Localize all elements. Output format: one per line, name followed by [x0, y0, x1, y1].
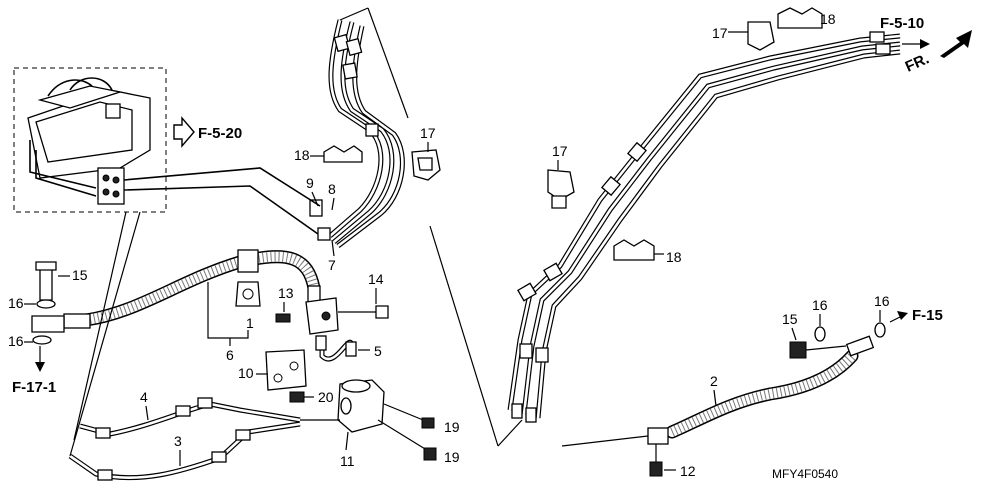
ref-label-f15: F-15 [912, 307, 943, 324]
ref-arrow-f17-1[interactable]: F-17-1 [12, 346, 56, 396]
callout-10: 10 [238, 365, 254, 381]
callout-16-lower-left: 16 [8, 333, 24, 349]
callout-1: 1 [246, 315, 254, 331]
proportioning-valve-11: 11 19 19 [337, 379, 460, 469]
rear-brake-hose-2: 2 [561, 335, 875, 447]
callout-19-lower: 19 [444, 449, 460, 465]
bolt-20: 20 [289, 389, 334, 405]
callout-17-upper-right: 17 [712, 25, 728, 41]
callout-6: 6 [226, 347, 234, 363]
callout-4: 4 [140, 389, 148, 405]
front-direction-marker: FR. [903, 30, 972, 76]
pipe-clip-18-lower-right: 18 [613, 239, 682, 265]
pipe-clip-18-upper-right: 18 [777, 7, 836, 29]
rear-pipe-bundle [429, 31, 901, 447]
central-pipe-bundle [123, 7, 409, 248]
ref-label-f5-20: F-5-20 [198, 125, 242, 142]
ref-label-f17-1: F-17-1 [12, 379, 56, 396]
ref-label-f5-10: F-5-10 [880, 15, 924, 32]
callout-2: 2 [710, 373, 718, 389]
ref-arrow-f15[interactable]: F-15 [889, 307, 943, 324]
callout-15-right: 15 [782, 311, 798, 327]
callout-14: 14 [368, 271, 384, 287]
callout-16-right-b: 16 [874, 293, 890, 309]
brake-pipe-3: 3 [68, 421, 301, 481]
callout-20: 20 [318, 389, 334, 405]
pipe-clip-17-mid-right: 17 [547, 143, 575, 209]
bolt-12: 12 [649, 444, 696, 479]
callout-11: 11 [340, 453, 355, 469]
diagram-code: MFY4F0540 [772, 467, 838, 481]
brake-pipe-5: 5 [315, 335, 382, 362]
callout-9: 9 [306, 175, 314, 191]
callout-17-center: 17 [420, 125, 436, 141]
callout-18-upper: 18 [294, 147, 310, 163]
junction-block-14: 14 [305, 271, 389, 335]
callout-16-upper-left: 16 [8, 295, 24, 311]
callout-18-upper-right: 18 [820, 11, 836, 27]
callout-16-right-a: 16 [812, 297, 828, 313]
front-marker-label: FR. [903, 50, 932, 75]
callout-8: 8 [328, 181, 336, 197]
pipe-clip-17-upper-right: 17 [712, 21, 775, 51]
brake-pipe-4: 4 [79, 389, 301, 439]
pipe-clip-18-upper: 18 [294, 145, 363, 163]
callout-5: 5 [374, 343, 382, 359]
banjo-bolt-15-right: 15 [782, 311, 847, 359]
ref-arrow-f5-20[interactable]: F-5-20 [173, 116, 242, 148]
sealing-washers-16-right: 16 16 [812, 293, 890, 342]
hose-clamp-13: 13 [235, 281, 294, 323]
pipe-clip-17-center: 17 [411, 125, 441, 181]
front-brake-hose-1 [63, 249, 321, 329]
abs-modulator-unit [13, 67, 167, 213]
callout-3: 3 [174, 433, 182, 449]
callout-18-lower-right: 18 [666, 249, 682, 265]
callout-15-left: 15 [72, 267, 88, 283]
callout-13: 13 [278, 285, 294, 301]
callout-19-upper: 19 [444, 419, 460, 435]
banjo-fitting-left: 15 16 16 [8, 261, 88, 349]
bracket-10: 10 [238, 349, 307, 391]
ref-arrow-f5-10[interactable]: F-5-10 [880, 15, 930, 49]
callout-12: 12 [680, 463, 696, 479]
callout-17-mid-right: 17 [552, 143, 568, 159]
callout-7: 7 [328, 257, 336, 273]
